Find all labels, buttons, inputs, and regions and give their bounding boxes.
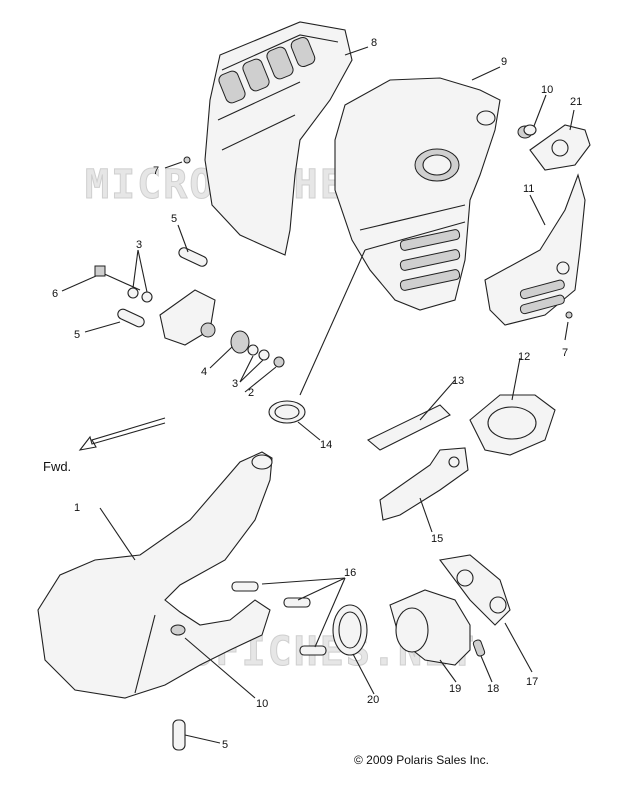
spring-left [117, 308, 145, 328]
callout-3-upper: 3 [136, 239, 142, 251]
muffler-body [334, 77, 501, 311]
callout-15: 15 [431, 533, 443, 545]
seal-ring-upper [268, 400, 306, 424]
washers-right [247, 344, 270, 361]
stud [472, 639, 486, 657]
callout-6: 6 [52, 288, 58, 300]
plug-lower [170, 624, 186, 636]
mount-bracket [159, 289, 216, 346]
callout-5-upper: 5 [171, 213, 177, 225]
heat-shield-lower [484, 173, 586, 326]
callout-5-bottom: 5 [222, 739, 228, 751]
callout-16: 16 [344, 567, 356, 579]
spring-upper [178, 247, 208, 267]
callout-5-left: 5 [74, 329, 80, 341]
callout-13: 13 [452, 375, 464, 387]
mount-bracket-lower [379, 447, 469, 521]
screw-lower [565, 311, 573, 319]
heat-shield-upper [204, 21, 353, 256]
callout-12: 12 [518, 351, 530, 363]
callout-20: 20 [367, 694, 379, 706]
callout-1: 1 [74, 502, 80, 514]
nut [273, 356, 285, 368]
callout-14: 14 [320, 439, 332, 451]
forward-label: Fwd. [43, 459, 71, 474]
seal-ring-lower [332, 604, 368, 656]
plug-upper [517, 124, 537, 139]
callout-10-upper: 10 [541, 84, 553, 96]
springs-pipe [231, 581, 327, 656]
forward-arrow [78, 417, 166, 451]
callout-17: 17 [526, 676, 538, 688]
grommet [230, 330, 250, 354]
callout-21: 21 [570, 96, 582, 108]
callout-4: 4 [201, 366, 207, 378]
callout-7-upper: 7 [153, 165, 159, 177]
gasket-upper-right [529, 124, 591, 171]
callout-8: 8 [371, 37, 377, 49]
exhaust-manifold [389, 589, 471, 666]
callout-2: 2 [248, 387, 254, 399]
leader-lines [61, 46, 575, 744]
manifold-gasket [439, 554, 511, 626]
callout-7-lower: 7 [562, 347, 568, 359]
copyright-notice: © 2009 Polaris Sales Inc. [354, 753, 489, 767]
callout-3-lower: 3 [232, 378, 238, 390]
screw-upper [183, 156, 191, 164]
callout-11: 11 [523, 183, 534, 195]
strap [366, 404, 451, 451]
callout-9: 9 [501, 56, 507, 68]
flange-gasket [469, 394, 556, 456]
callout-18: 18 [487, 683, 499, 695]
callout-19: 19 [449, 683, 461, 695]
callout-10-lower: 10 [256, 698, 268, 710]
spring-bottom [172, 719, 186, 751]
washers-left [127, 287, 153, 303]
exhaust-pipe [37, 451, 273, 699]
